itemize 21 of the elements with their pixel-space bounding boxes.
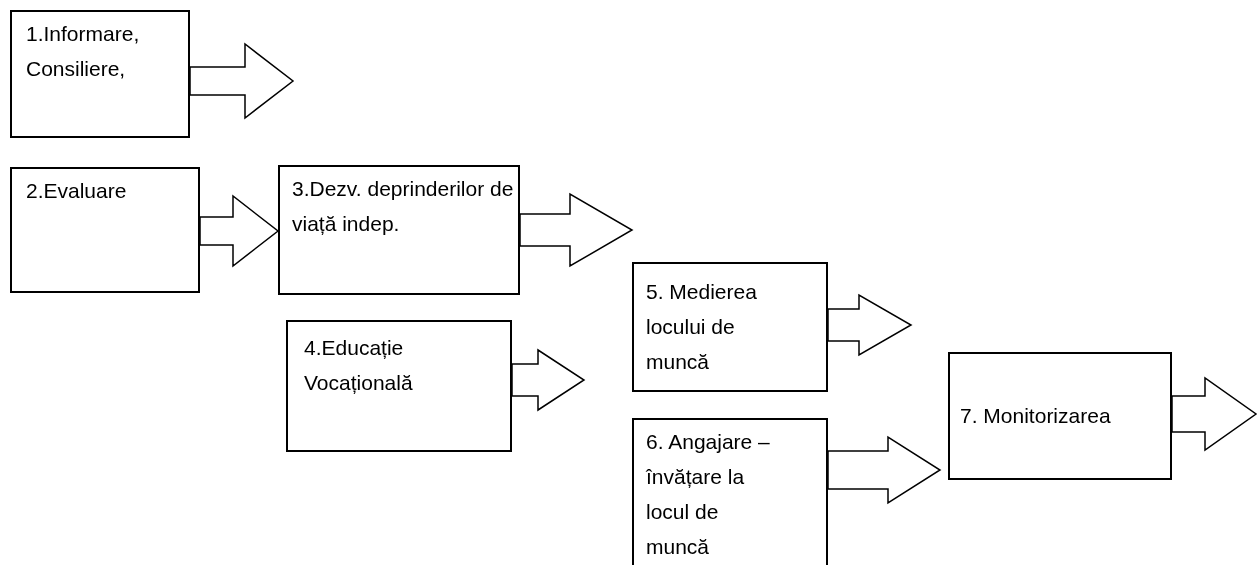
box-label: 3.Dezv. deprinderilor de viață indep. (292, 176, 514, 237)
process-box (10, 167, 200, 293)
process-box (632, 262, 828, 392)
box-label: 7. Monitorizarea (960, 403, 1112, 429)
block-arrow (1171, 376, 1258, 452)
block-arrow (199, 194, 280, 268)
block-arrow (827, 435, 942, 505)
block-arrow (511, 348, 586, 412)
process-box (632, 418, 828, 565)
process-box (948, 352, 1172, 480)
box-label: 2.Evaluare (26, 178, 128, 204)
process-box (278, 165, 520, 295)
box-label: 6. Angajare – învățare la locul de muncă (646, 429, 771, 560)
box-label: 5. Medierea locului de muncă (646, 279, 758, 375)
process-box (286, 320, 512, 452)
box-label: 4.Educație Vocațională (304, 335, 414, 396)
process-box (10, 10, 190, 138)
box-label: 1.Informare, Consiliere, (26, 21, 141, 82)
block-arrow (519, 192, 634, 268)
block-arrow (827, 293, 913, 357)
block-arrow (189, 42, 295, 120)
